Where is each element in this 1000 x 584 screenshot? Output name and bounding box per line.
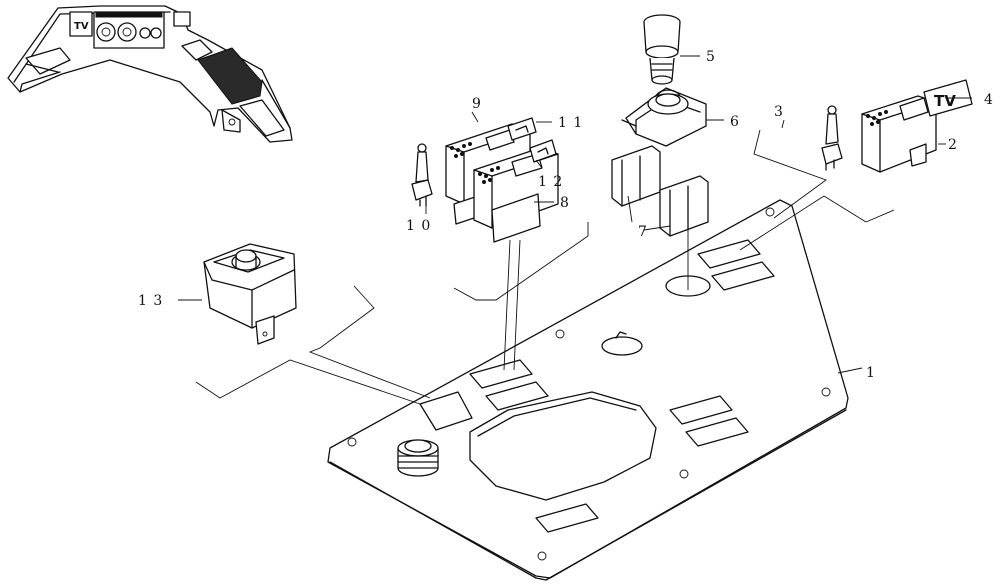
part-13-switch (203, 243, 297, 345)
callout-13: 1 3 (138, 293, 163, 309)
leader-lines (178, 55, 972, 405)
callout-labels: 1 2 3 4 5 6 7 8 9 1 0 1 1 1 2 1 3 (138, 49, 994, 381)
callout-7: 7 (638, 224, 648, 240)
callout-5: 5 (706, 49, 716, 65)
dashboard-overview: TV (7, 5, 293, 143)
part-10-toggle (411, 143, 433, 207)
part-3-toggle (821, 105, 843, 171)
decal-tv-text: TV (934, 92, 956, 110)
dash-tv-badge: TV (74, 21, 89, 32)
part-7-clips (611, 145, 709, 237)
part-8-switch (473, 147, 559, 243)
part-5-knob (643, 14, 681, 85)
callout-4: 4 (984, 92, 994, 108)
callout-10: 1 0 (406, 218, 431, 234)
callout-1: 1 (866, 365, 876, 381)
callout-2: 2 (948, 137, 958, 153)
part-2-switch (861, 95, 937, 173)
callout-12: 1 2 (538, 174, 563, 190)
callout-9: 9 (472, 96, 482, 112)
callout-6: 6 (730, 114, 740, 130)
part-6-base (621, 87, 707, 147)
callout-3: 3 (774, 104, 784, 120)
callout-8: 8 (560, 195, 570, 211)
panel-plate (327, 199, 849, 581)
callout-11: 1 1 (558, 115, 583, 131)
part-12-lens (529, 139, 557, 163)
part-11-lens (507, 117, 537, 141)
